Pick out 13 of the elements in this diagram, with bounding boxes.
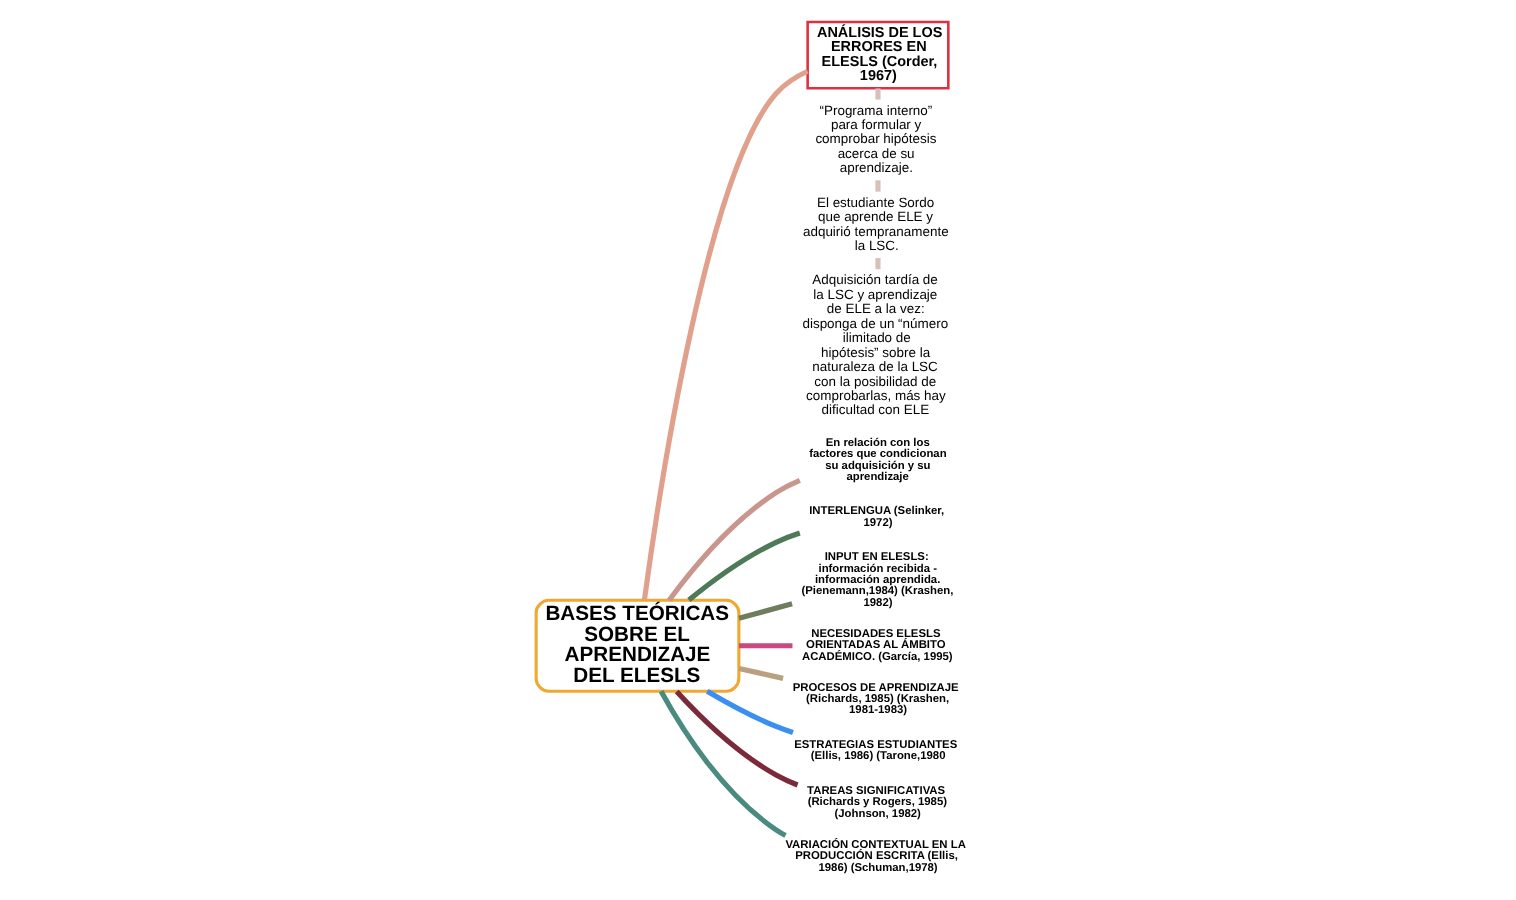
connector [641,68,809,601]
connector [738,643,793,649]
connector [705,689,794,736]
connector [738,665,784,681]
connector [687,530,801,603]
connector [738,601,793,621]
connector [658,690,787,838]
connector [875,88,881,100]
node-box: BASES TEÓRICAS SOBRE EL APRENDIZAJE DEL ELESLS [534,598,741,693]
connector [875,258,881,270]
connector [674,689,799,788]
connector [667,477,801,602]
connector [875,180,881,192]
